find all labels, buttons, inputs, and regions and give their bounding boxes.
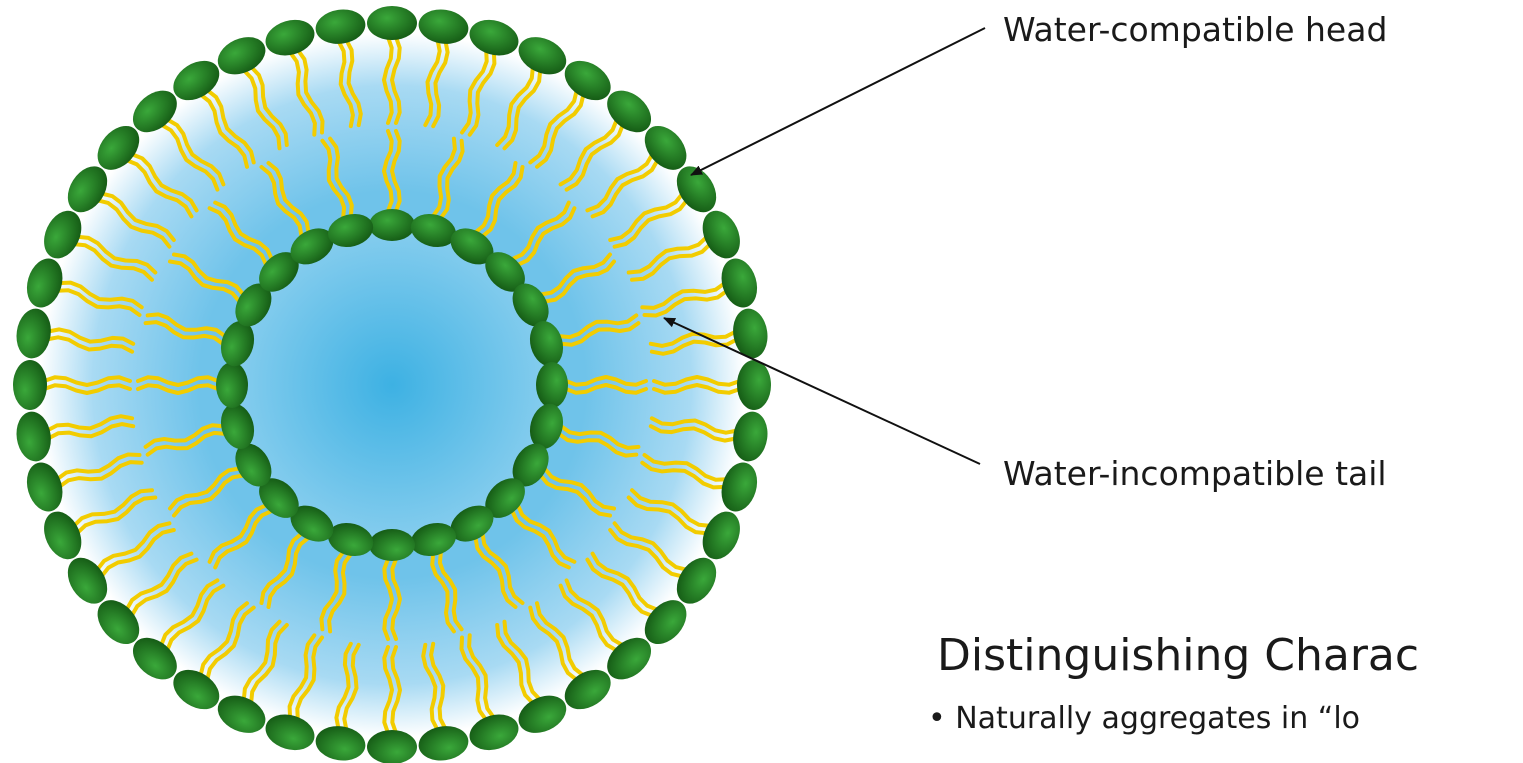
lipid-head-icon xyxy=(737,360,771,410)
lipid-head-icon xyxy=(13,360,47,410)
lipid-head-icon xyxy=(536,362,568,408)
tail-label: Water-incompatible tail xyxy=(1003,454,1387,493)
lipid-head-icon xyxy=(369,529,415,561)
head-label: Water-compatible head xyxy=(1003,10,1387,49)
bullet-item: • Naturally aggregates in “lo xyxy=(928,701,1360,736)
lipid-head-icon xyxy=(216,362,248,408)
section-title: Distinguishing Charac xyxy=(937,630,1419,681)
lipid-head-icon xyxy=(367,6,417,40)
head-pointer-arrow xyxy=(691,28,985,175)
lipid-head-icon xyxy=(369,209,415,241)
lipid-head-icon xyxy=(367,730,417,763)
